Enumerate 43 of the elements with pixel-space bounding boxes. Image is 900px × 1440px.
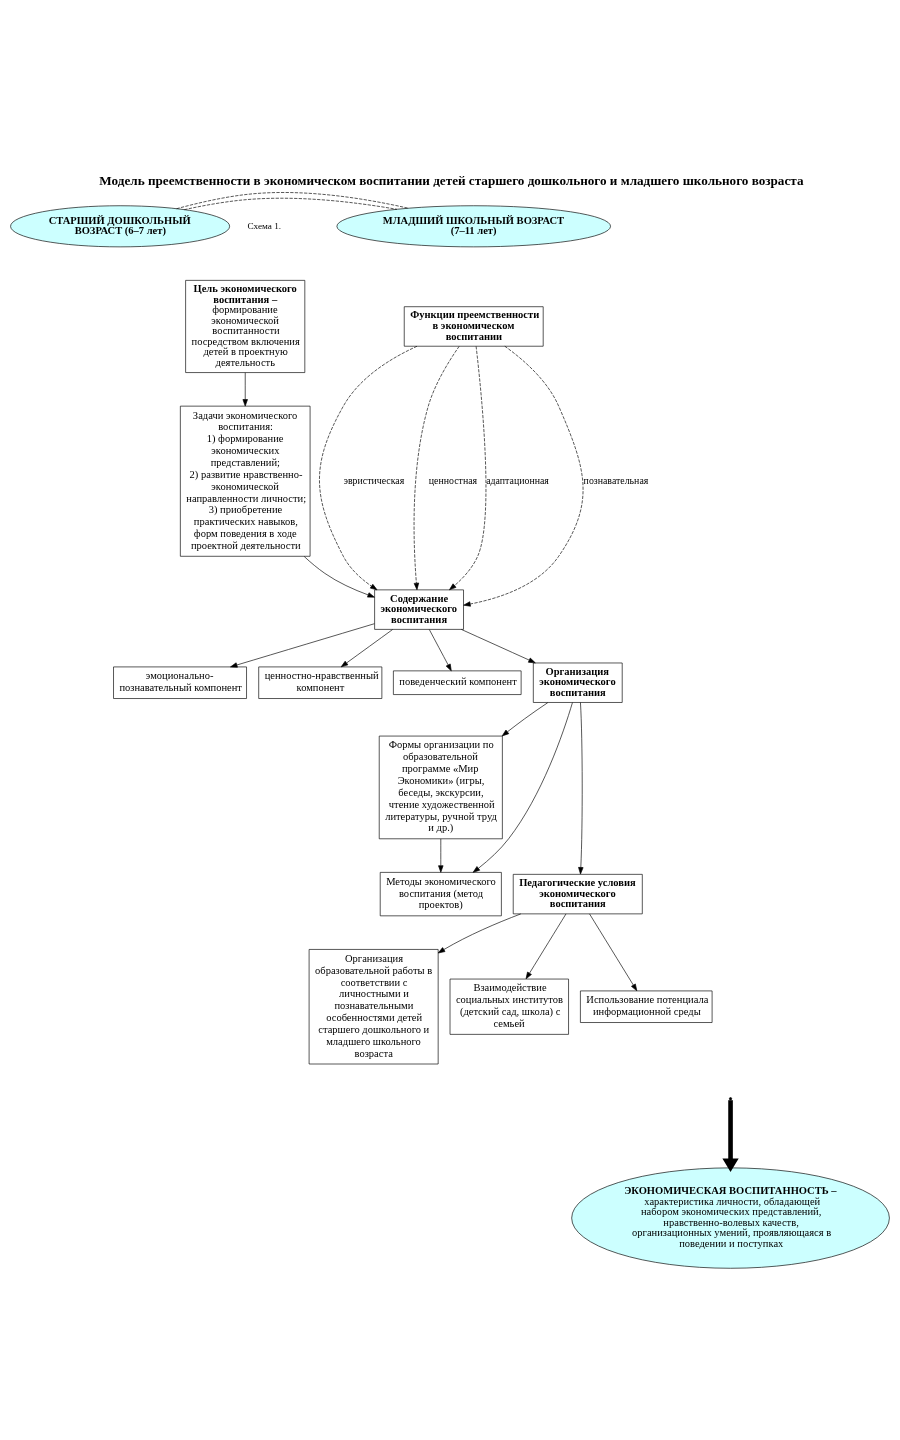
arrow: [438, 838, 444, 873]
node-ellipse: СТАРШИЙ ДОШКОЛЬНЫЙ ВОЗРАСТ (6–7 лет): [10, 204, 230, 247]
arrow: [303, 555, 375, 597]
edge-label: эвристическая: [343, 474, 405, 486]
diagram-title: Модель преемственности в экономическом воспитании детей старшего дошкольного и младшего школьного возраста: [99, 172, 804, 188]
edge-label: адаптационная: [486, 474, 549, 486]
connector: [184, 197, 398, 210]
arrow: [463, 345, 584, 607]
node-box: Формы организации по образовательной программе «Мир Экономики» (игры, беседы, экскурсии, чтение художественной литературы, ручной труд и др.): [378, 735, 503, 839]
connector: [176, 191, 409, 209]
arrow: [230, 622, 375, 668]
arrow: [437, 913, 522, 953]
arrow: [525, 913, 567, 979]
node-ellipse: ЭКОНОМИЧЕСКАЯ ВОСПИТАННОСТЬ – характеристика личности, обладающей набором экономических представлений, нравственно-волевых качеств, организационных умений, проявляющаяся в поведении и поступках: [571, 1167, 890, 1269]
node-box: Задачи экономического воспитания: 1) формирование экономических представлений; 2) развитие нравственно-экономической направленности личности; 3) приобретение практических навыков, форм поведения в ходе проектной деятельности: [180, 405, 311, 557]
node-ellipse: МЛАДШИЙ ШКОЛЬНЫЙ ВОЗРАСТ (7–11 лет): [336, 204, 611, 247]
arrow: [413, 345, 460, 590]
arrow: [428, 628, 452, 671]
label: Схема 1.: [247, 220, 282, 231]
arrow: [449, 345, 487, 590]
node-box: Методы экономического воспитания (метод проектов): [379, 871, 502, 916]
arrow: [461, 628, 536, 663]
node-box: эмоционально-познавательный компонент: [113, 666, 247, 699]
arrow: [722, 1099, 739, 1172]
arrow: [319, 345, 418, 590]
node-box: Организация экономического воспитания: [533, 662, 623, 703]
node-box: Педагогические условия экономического воспитания: [512, 873, 643, 914]
node-box: Функции преемственности в экономическом воспитании: [403, 305, 544, 347]
node-box: Использование потенциала информационной среды: [580, 990, 713, 1023]
node-box: Взаимодействие социальных институтов (детский сад, школа) с семьей: [449, 978, 569, 1035]
arrow: [340, 628, 393, 667]
node-box: Организация образовательной работы в соответствии с личностными и познавательными особенностями детей старшего дошкольного и младшего школьного возраста: [308, 948, 439, 1064]
arrow: [472, 701, 573, 873]
arrow: [578, 701, 584, 874]
node-box: Цель экономического воспитания – формирование экономической воспитанности посредством включения детей в проектную деятельность: [185, 279, 306, 373]
edge-label: ценностная: [428, 474, 478, 486]
arrow: [501, 701, 549, 736]
node-box: Содержание экономического воспитания: [374, 589, 464, 630]
node-box: ценностно-нравственный компонент: [258, 666, 383, 699]
arrow: [242, 371, 248, 406]
edge-label: познавательная: [583, 474, 649, 486]
node-box: поведенческий компонент: [393, 670, 522, 695]
arrow: [589, 913, 638, 991]
